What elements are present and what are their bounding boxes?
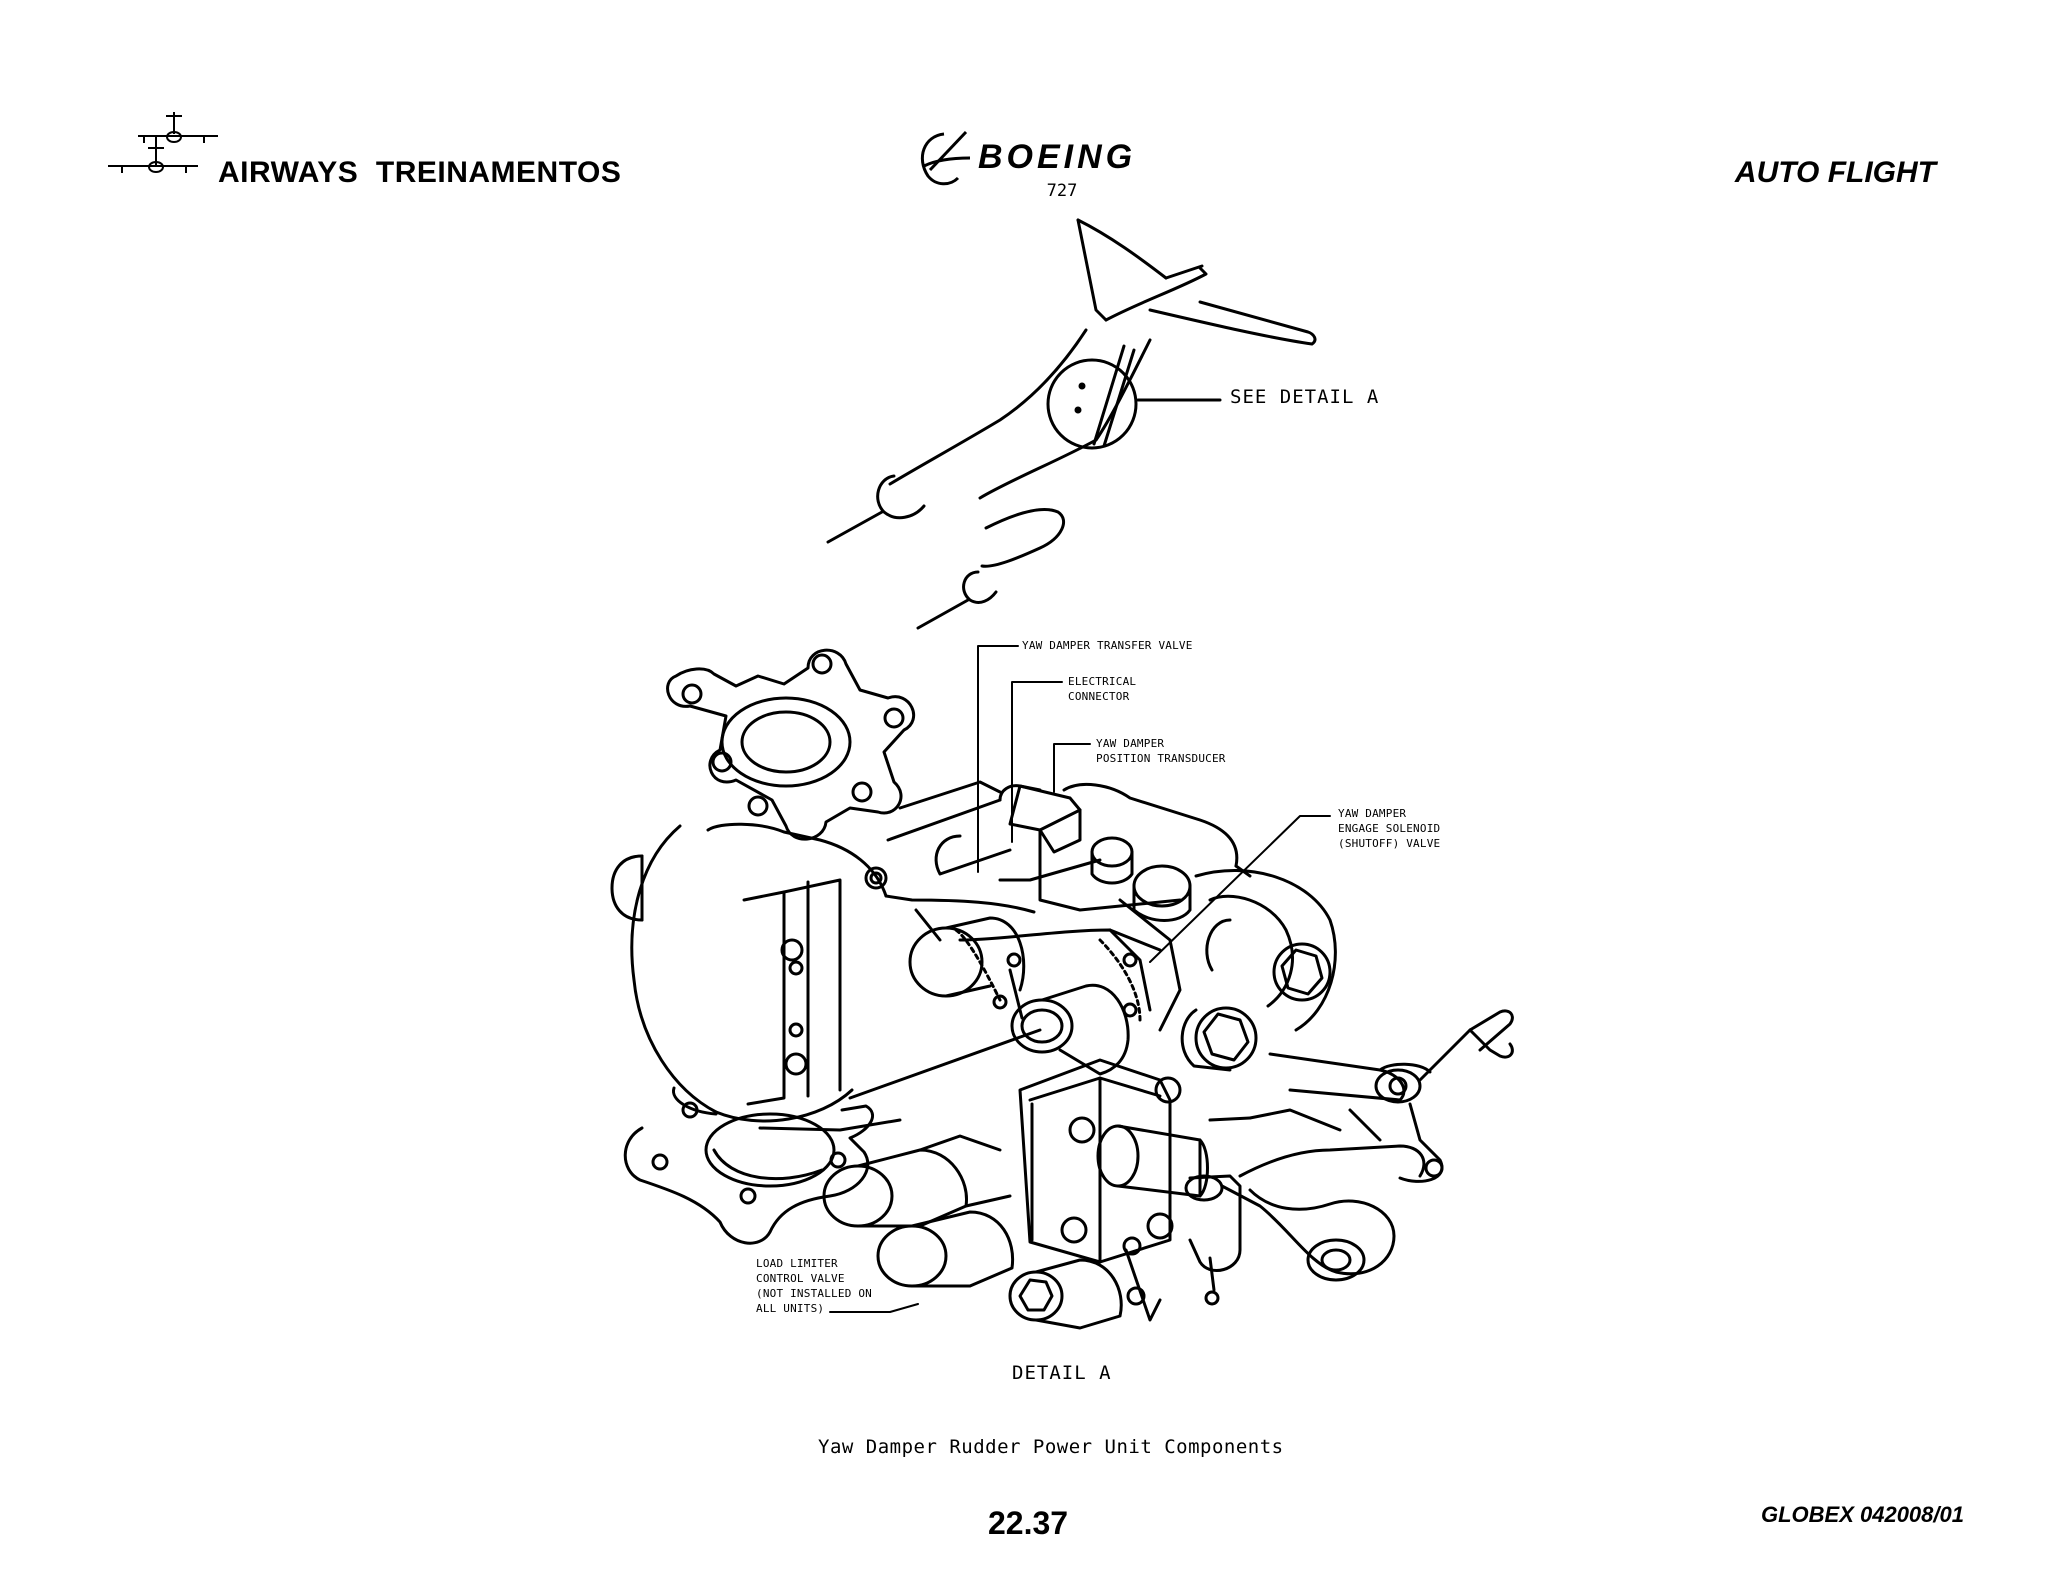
aircraft-model: 727 — [1047, 181, 1078, 200]
solenoid-cylinders — [908, 916, 1162, 1076]
see-detail-label: SEE DETAIL A — [1230, 386, 1380, 408]
detail-title: DETAIL A — [1012, 1362, 1112, 1384]
callout-transfer-valve: YAW DAMPER TRANSFER VALVE — [1022, 639, 1193, 652]
boeing-logo: BOEING 727 — [920, 130, 1136, 200]
lower-housing-and-rod — [1018, 1058, 1426, 1306]
lower-mounting-flange — [623, 1086, 874, 1245]
right-lever-arm — [1208, 1009, 1514, 1183]
page-number: 22.37 — [988, 1505, 1069, 1541]
figure-caption: Yaw Damper Rudder Power Unit Components — [818, 1436, 1284, 1458]
callout-engage-solenoid: YAW DAMPER ENGAGE SOLENOID (SHUTOFF) VAL… — [1338, 807, 1441, 850]
section-title: AUTO FLIGHT — [1734, 156, 1936, 189]
airways-airplane-logo-icon — [108, 112, 218, 173]
document-code: GLOBEX 042008/01 — [1760, 1502, 1964, 1527]
valve-bodies — [934, 783, 1337, 1072]
tail-overview — [826, 218, 1317, 630]
callout-position-transducer: YAW DAMPER POSITION TRANSDUCER — [1096, 737, 1226, 765]
callout-leaders — [829, 645, 1331, 1313]
boeing-symbol-icon — [920, 130, 971, 186]
boeing-wordmark: BOEING — [978, 138, 1136, 176]
actuator-main-body — [610, 780, 1042, 1132]
company-name: AIRWAYS TREINAMENTOS — [218, 156, 622, 189]
load-limiter-valve — [822, 1134, 1162, 1330]
detail-a-marker-circle — [1046, 358, 1138, 450]
callout-load-limiter: LOAD LIMITER CONTROL VALVE (NOT INSTALLE… — [756, 1257, 872, 1315]
upper-mounting-flange — [666, 648, 916, 841]
callout-electrical-connector: ELECTRICAL CONNECTOR — [1068, 675, 1137, 703]
